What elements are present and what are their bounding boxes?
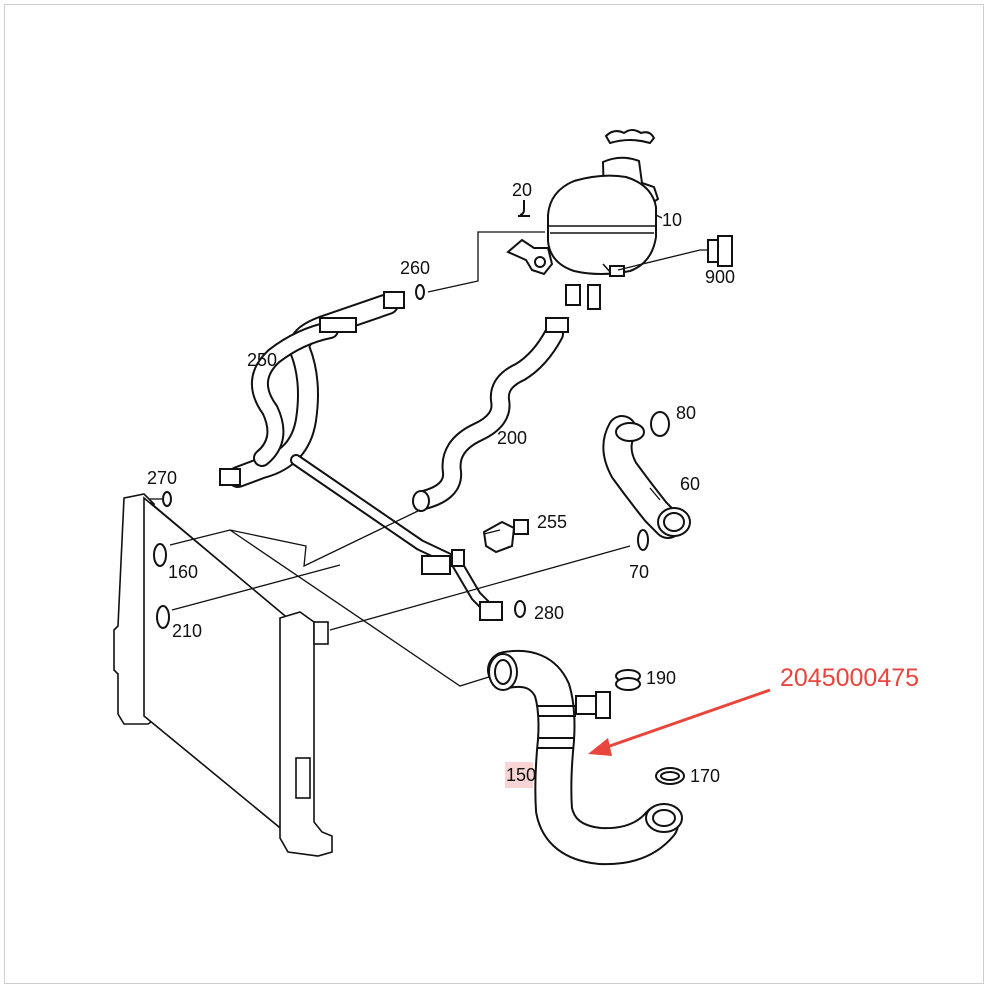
o-ring-part-80 [650, 411, 670, 437]
tank-outlet-right [587, 284, 601, 310]
part-number-arrow [588, 688, 771, 756]
callout-210: 210 [172, 621, 202, 641]
hose-part-250 [219, 291, 405, 488]
callout-260: 260 [400, 258, 430, 278]
o-ring-part-160 [153, 543, 167, 567]
expansion-tank [506, 129, 660, 310]
o-ring-part-260 [415, 284, 425, 300]
callout-190: 190 [646, 668, 676, 688]
callout-170: 170 [690, 766, 720, 786]
clamp-part-190 [615, 669, 641, 691]
o-ring-part-210 [156, 605, 170, 629]
callout-255: 255 [537, 512, 567, 532]
sensor-connector-part-900 [707, 235, 733, 267]
callout-150: 150 [506, 765, 536, 785]
hose-part-200 [412, 317, 569, 512]
callout-160: 160 [168, 562, 198, 582]
callout-280: 280 [534, 603, 564, 623]
callout-270: 270 [147, 468, 177, 488]
radiator [113, 493, 333, 857]
tank-body [547, 174, 657, 275]
callout-20: 20 [512, 180, 532, 200]
tank-outlet-left [565, 284, 581, 306]
tank-cap [604, 129, 656, 145]
callout-150-highlight [505, 762, 533, 788]
hose-part-150 [487, 650, 683, 866]
hose-part-60 [602, 415, 691, 539]
callout-900: 900 [705, 267, 735, 287]
callout-10: 10 [662, 210, 682, 230]
middle-leader-lines [150, 487, 661, 687]
o-ring-part-70 [637, 529, 649, 551]
tank-leader-lines [427, 214, 708, 293]
tank-bracket [506, 238, 554, 276]
clamp-part-170 [655, 767, 685, 785]
callout-200: 200 [497, 428, 527, 448]
callout-80: 80 [676, 403, 696, 423]
temperature-sensor-part-255 [482, 519, 529, 554]
callout-70: 70 [629, 562, 649, 582]
part-number-label: 2045000475 [780, 664, 919, 692]
o-ring-part-280 [514, 600, 526, 618]
callout-250: 250 [247, 350, 277, 370]
screw-part-20 [518, 200, 530, 217]
radiator-right-tank [279, 611, 333, 857]
callout-60: 60 [680, 474, 700, 494]
o-ring-part-270 [162, 491, 172, 507]
bleed-pipe [290, 454, 503, 621]
